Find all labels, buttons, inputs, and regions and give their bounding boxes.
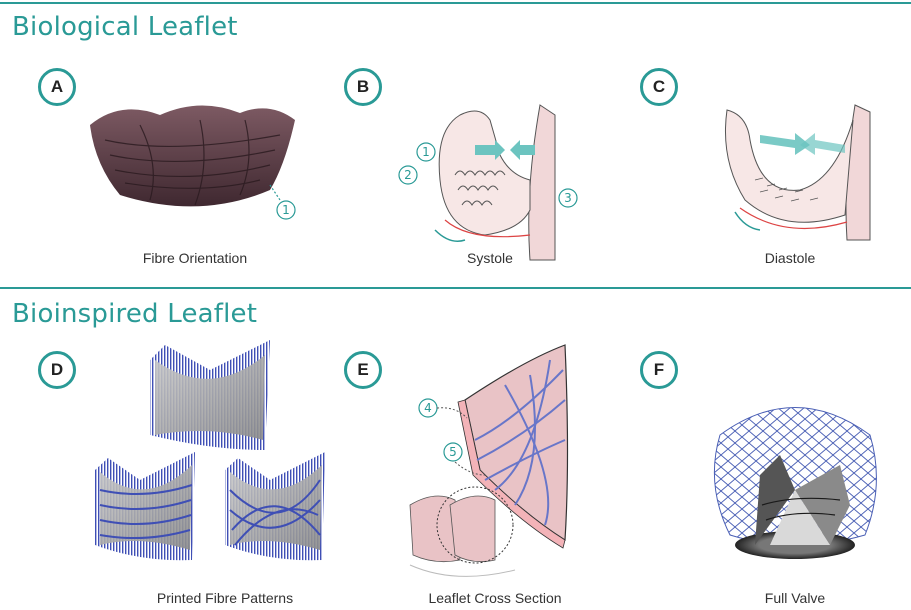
panel-f-badge: F xyxy=(640,351,678,389)
panel-c-caption: Diastole xyxy=(680,250,900,266)
panel-b-systole-figure: 1 2 3 xyxy=(390,100,590,265)
callout-a1: 1 xyxy=(270,185,295,219)
svg-text:1: 1 xyxy=(282,203,290,217)
leaflet-body xyxy=(439,111,530,235)
panel-d-badge: D xyxy=(38,351,76,389)
section-title-biological: Biological Leaflet xyxy=(12,12,238,42)
callout-b2: 2 xyxy=(399,166,417,184)
panel-c-badge: C xyxy=(640,68,678,106)
svg-text:5: 5 xyxy=(449,445,457,459)
panel-e-cross-section-figure: 4 5 xyxy=(395,340,595,585)
callout-b3: 3 xyxy=(559,189,577,207)
arrow-left xyxy=(510,140,535,160)
panel-f-full-valve-figure xyxy=(700,395,890,580)
svg-text:2: 2 xyxy=(404,168,412,182)
panel-d-caption: Printed Fibre Patterns xyxy=(115,590,335,606)
tissue-shape xyxy=(90,105,295,206)
panel-a-badge: A xyxy=(38,68,76,106)
section-title-bioinspired: Bioinspired Leaflet xyxy=(12,299,257,329)
panel-a-tissue-figure: 1 xyxy=(80,95,320,225)
svg-text:4: 4 xyxy=(424,401,432,415)
middle-divider xyxy=(0,287,911,289)
panel-c-diastole-figure xyxy=(715,100,885,250)
leaflet-body-c xyxy=(725,110,853,222)
svg-text:1: 1 xyxy=(422,145,430,159)
panel-b-badge: B xyxy=(344,68,382,106)
panel-d-fibre-patterns-figure xyxy=(80,340,340,570)
callout-b1: 1 xyxy=(417,143,435,161)
arrow-c2 xyxy=(800,133,845,155)
top-divider xyxy=(0,2,911,4)
panel-f-caption: Full Valve xyxy=(685,590,905,606)
panel-b-caption: Systole xyxy=(380,250,600,266)
panel-e-badge: E xyxy=(344,351,382,389)
panel-a-caption: Fibre Orientation xyxy=(85,250,305,266)
leaflet-model-left xyxy=(95,452,195,560)
panel-e-caption: Leaflet Cross Section xyxy=(385,590,605,606)
leaflet-model-right xyxy=(225,452,325,560)
leaflet-model-top xyxy=(150,340,270,450)
vessel-wall xyxy=(529,105,555,260)
svg-text:3: 3 xyxy=(564,191,572,205)
vessel-wall-c xyxy=(846,105,870,240)
